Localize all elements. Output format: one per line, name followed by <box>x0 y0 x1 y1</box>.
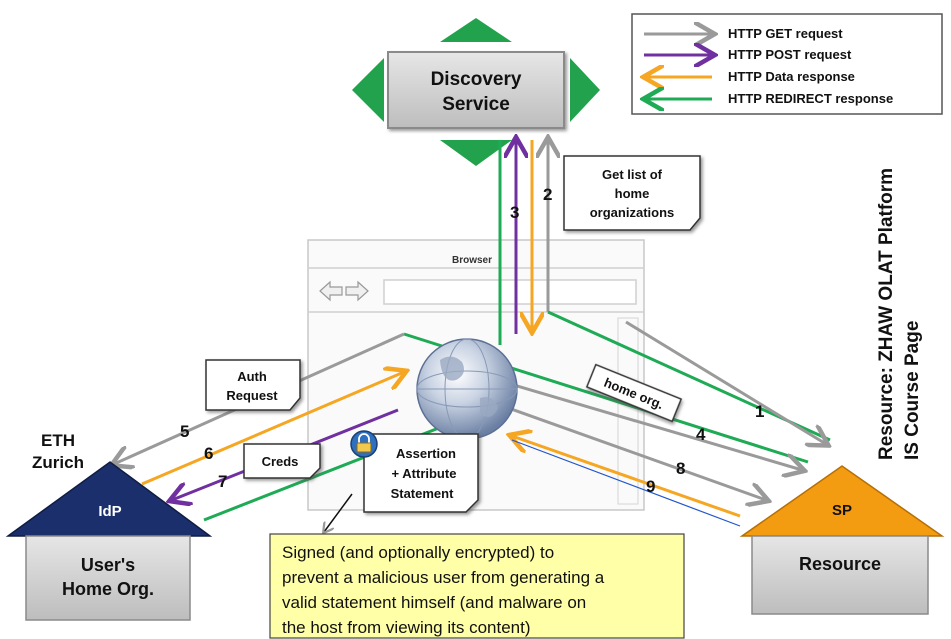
step-9-label: 9 <box>646 477 655 496</box>
resource-label-line1: Resource: ZHAW OLAT Platform <box>876 168 897 460</box>
arrow-step-6 <box>141 372 404 486</box>
step-1-label: 1 <box>755 402 764 421</box>
callout-get-list-line2: home <box>615 186 650 201</box>
step-labels: 1 2 3 4 5 6 7 8 9 <box>180 185 764 496</box>
step-3-label: 3 <box>510 203 519 222</box>
legend-post-label: HTTP POST request <box>728 47 852 62</box>
callout-get-list-line3: organizations <box>590 205 675 220</box>
callout-creds <box>243 443 321 479</box>
note-line3: valid statement himself (and malware on <box>282 593 586 612</box>
callout-assertion-line2: + Attribute <box>392 466 457 481</box>
discovery-title-line2: Service <box>442 94 510 115</box>
flow-arrows <box>114 140 830 527</box>
callout-get-list-line1: Get list of <box>602 167 663 182</box>
discovery-title-line1: Discovery <box>431 69 522 90</box>
idp-name-line2: Home Org. <box>62 579 154 599</box>
resource-label-line2: IS Course Page <box>902 321 923 460</box>
callout-assertion-line1: Assertion <box>396 446 456 461</box>
note-line4: the host from viewing its content) <box>282 618 531 637</box>
arrow-step-4 <box>479 373 802 470</box>
step-5-label: 5 <box>180 422 189 441</box>
callout-assertion <box>363 433 479 513</box>
arrow-step-9 <box>512 436 741 518</box>
globe-icon <box>416 338 518 440</box>
legend-get-label: HTTP GET request <box>728 26 843 41</box>
legend-redirect-label: HTTP REDIRECT response <box>728 91 893 106</box>
idp-name-line1: User's <box>81 555 135 575</box>
blue-line <box>511 439 741 527</box>
legend-data-label: HTTP Data response <box>728 69 855 84</box>
arrow-step-8 <box>499 403 766 500</box>
step-8-label: 8 <box>676 459 685 478</box>
sp-name: Resource <box>799 554 881 574</box>
up-triangle-icon <box>440 18 512 42</box>
browser-title: Browser <box>452 255 492 266</box>
idp-home-org: IdP User's Home Org. <box>5 461 213 621</box>
sp-badge: SP <box>832 502 852 519</box>
back-forward-arrows-icon <box>319 280 369 302</box>
note-box: Signed (and optionally encrypted) to pre… <box>269 533 685 639</box>
callout-creds-label: Creds <box>262 454 299 469</box>
callout-get-list <box>563 155 701 231</box>
step-6-label: 6 <box>204 444 213 463</box>
right-triangle-icon <box>570 58 600 122</box>
step-7-label: 7 <box>218 472 227 491</box>
note-line1: Signed (and optionally encrypted) to <box>282 543 554 562</box>
lock-icon <box>350 430 378 458</box>
left-triangle-icon <box>352 58 384 122</box>
note-pointer <box>324 493 353 532</box>
callout-auth-request <box>205 359 301 411</box>
discovery-service: Discovery Service <box>352 18 600 166</box>
down-triangle-icon <box>440 140 512 166</box>
resource-vertical-label: Resource: ZHAW OLAT Platform IS Course P… <box>876 168 923 460</box>
idp-city-line1: ETH <box>41 431 75 450</box>
idp-badge: IdP <box>98 503 121 520</box>
callout-auth-line2: Request <box>226 388 278 403</box>
callout-assertion-line3: Statement <box>391 486 455 501</box>
step-2-label: 2 <box>543 185 552 204</box>
arrow-step-1 <box>625 320 826 444</box>
legend: HTTP GET request HTTP POST request HTTP … <box>631 13 943 115</box>
sp-resource: SP Resource <box>739 465 945 615</box>
callout-auth-line1: Auth <box>237 369 267 384</box>
step-4-label: 4 <box>696 425 706 444</box>
note-line2: prevent a malicious user from generating… <box>282 568 605 587</box>
idp-city-line2: Zurich <box>32 453 84 472</box>
